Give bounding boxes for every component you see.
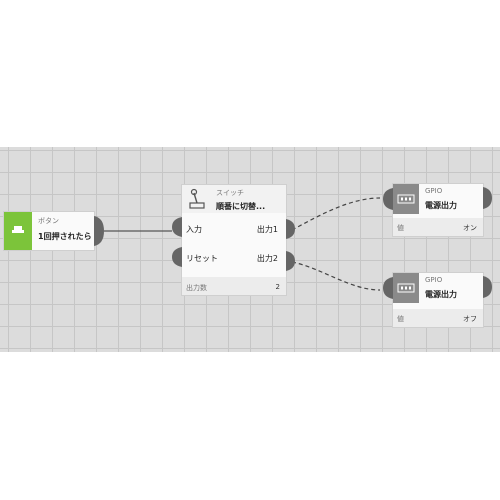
switch-input-port[interactable] xyxy=(170,215,182,239)
gpio1-type: GPIO xyxy=(425,187,443,195)
gpio2-value: オフ xyxy=(463,315,477,323)
switch-count-label: 出力数 xyxy=(186,284,207,292)
switch-output1-label: 出力1 xyxy=(256,225,278,234)
switch-node[interactable]: スイッチ 順番に切替... 入力 リセット 出力1 出力2 出力数 2 xyxy=(172,185,295,295)
gpio2-output-port[interactable] xyxy=(483,275,493,299)
gpio1-value: オン xyxy=(463,224,477,232)
button-node[interactable]: ボタン 1回押されたら xyxy=(4,212,104,250)
button-node-type: ボタン xyxy=(38,217,59,225)
wire-output2-to-gpio2[interactable] xyxy=(291,261,381,291)
wire-output1-to-gpio1[interactable] xyxy=(291,197,381,231)
gpio2-type: GPIO xyxy=(425,276,443,284)
gpio1-input-port[interactable] xyxy=(381,186,393,212)
gpio-node-1[interactable]: GPIO 電源出力 値 オン xyxy=(383,184,492,236)
gpio-icon xyxy=(393,273,419,303)
switch-output1-port[interactable] xyxy=(286,218,296,240)
gpio2-input-port[interactable] xyxy=(381,275,393,301)
gpio-node-2[interactable]: GPIO 電源出力 値 オフ xyxy=(383,273,492,327)
switch-lever-icon xyxy=(189,188,205,209)
switch-output2-port[interactable] xyxy=(286,250,296,272)
switch-output2-label: 出力2 xyxy=(256,254,278,263)
button-icon xyxy=(4,212,32,250)
gpio2-value-label: 値 xyxy=(397,315,404,323)
gpio1-output-port[interactable] xyxy=(483,186,493,210)
gpio2-footer xyxy=(393,309,483,327)
gpio-icon xyxy=(393,184,419,214)
switch-node-type: スイッチ xyxy=(216,189,244,197)
switch-reset-port[interactable] xyxy=(170,245,182,269)
switch-node-mode: 順番に切替... xyxy=(216,202,266,211)
gpio1-value-label: 値 xyxy=(397,224,404,232)
gpio1-footer xyxy=(393,218,483,236)
switch-footer xyxy=(182,277,286,295)
button-node-event: 1回押されたら xyxy=(38,232,92,241)
button-output-port[interactable] xyxy=(94,212,106,250)
switch-input-label: 入力 xyxy=(186,225,202,234)
switch-reset-label: リセット xyxy=(186,254,218,263)
gpio1-action: 電源出力 xyxy=(425,201,457,210)
gpio2-action: 電源出力 xyxy=(425,290,457,299)
switch-count-value: 2 xyxy=(275,283,280,291)
